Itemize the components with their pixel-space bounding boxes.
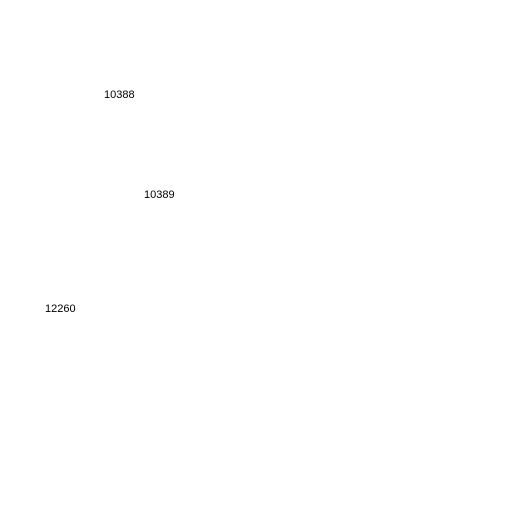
number-label: 12260 [45, 303, 76, 315]
number-label: 10388 [104, 89, 135, 101]
number-label: 10389 [144, 189, 175, 201]
